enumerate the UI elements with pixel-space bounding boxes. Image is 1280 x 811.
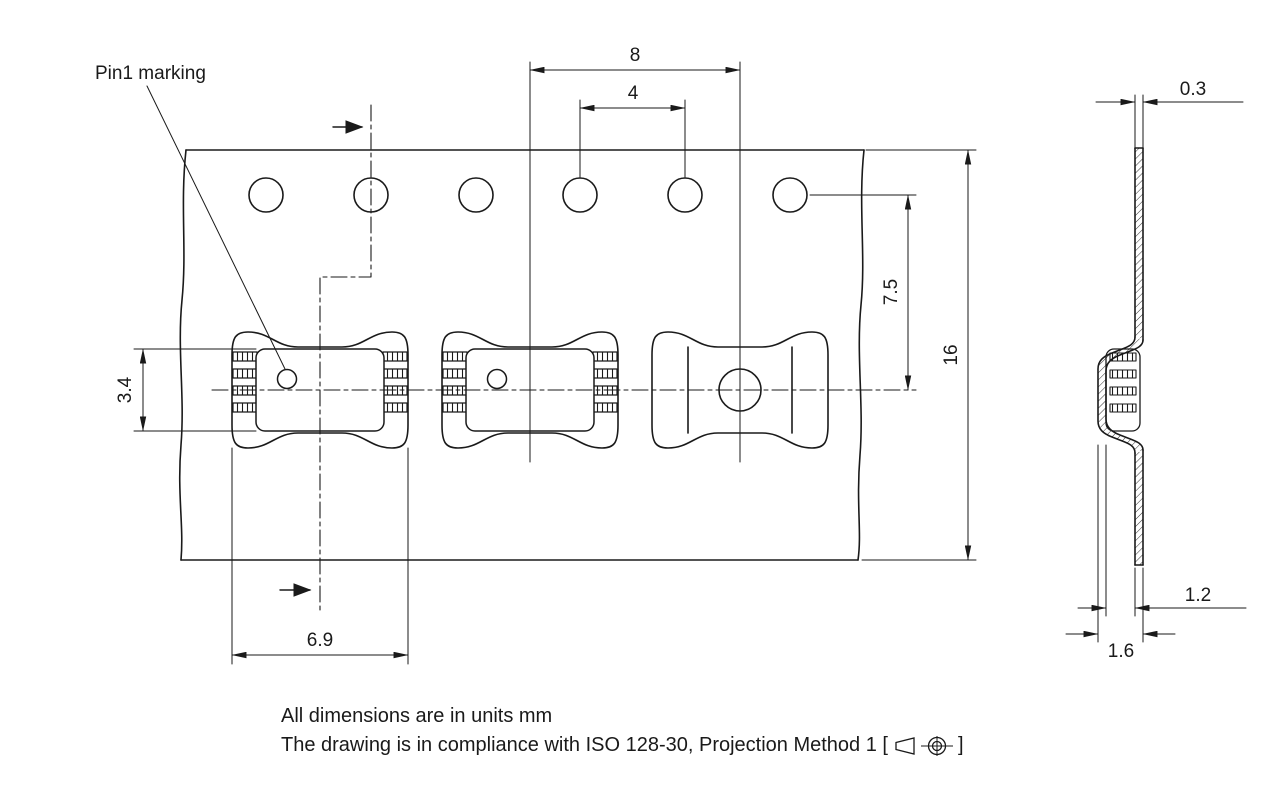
tape-side-view — [1097, 147, 1144, 566]
dim-text-hole-to-center: 7.5 — [881, 279, 902, 305]
pocket-1-outline — [231, 331, 409, 449]
notes-block: All dimensions are in units mm The drawi… — [281, 702, 964, 760]
note-line-2: The drawing is in compliance with ISO 12… — [281, 731, 964, 760]
lead-section — [1109, 386, 1137, 396]
lead — [442, 351, 468, 362]
projection-circle-icon — [920, 735, 953, 756]
lead — [382, 351, 408, 362]
lead — [592, 368, 618, 379]
dim-sprocket-pitch — [579, 99, 686, 178]
section-line — [319, 104, 372, 615]
component-section-leads — [1109, 352, 1137, 413]
pin1-dot — [276, 368, 298, 390]
note-line-1: All dimensions are in units mm — [281, 702, 964, 731]
dim-text-inner-depth: 1.2 — [1185, 585, 1211, 606]
dim-tape-thickness — [1095, 94, 1244, 149]
lead-section — [1109, 369, 1137, 379]
pocket-outer-profile — [1097, 336, 1136, 454]
sprocket-hole — [667, 177, 703, 213]
tape-torn-edge-right — [857, 149, 865, 561]
tape-wall-upper — [1135, 148, 1143, 338]
lead-section — [1109, 403, 1137, 413]
dim-text-pocket-length: 6.9 — [307, 630, 333, 651]
lead — [592, 351, 618, 362]
projection-cone-icon — [895, 736, 915, 755]
sprocket-hole — [248, 177, 284, 213]
dim-text-body-size: 3.4 — [115, 376, 136, 403]
component-side-section — [1105, 348, 1141, 432]
dim-inner-depth — [1077, 444, 1247, 617]
lead — [592, 402, 618, 413]
tape-front-view — [146, 85, 917, 615]
note-units-text: All dimensions are in units mm — [281, 705, 553, 727]
dimensions-side — [1065, 94, 1247, 643]
dim-text-tape-width: 16 — [941, 344, 962, 365]
pin1-dot — [486, 368, 508, 390]
dim-text-total-depth: 1.6 — [1108, 641, 1134, 662]
dim-pocket-length — [231, 447, 409, 665]
lead — [382, 402, 408, 413]
lead — [232, 368, 258, 379]
pocket-2-outline — [441, 331, 619, 449]
sprocket-hole — [458, 177, 494, 213]
lead — [232, 402, 258, 413]
sprocket-holes — [248, 177, 808, 213]
dim-text-tape-thickness: 0.3 — [1180, 79, 1206, 100]
projection-method-symbol — [895, 735, 953, 756]
lead — [232, 351, 258, 362]
dim-text-sprocket-pitch: 4 — [628, 83, 639, 104]
dim-body-size — [133, 348, 257, 432]
component-section-body — [1105, 348, 1141, 432]
side-view-material — [1098, 148, 1143, 565]
sprocket-hole — [562, 177, 598, 213]
dim-tape-width — [861, 149, 977, 561]
section-arrows — [279, 120, 364, 597]
dim-total-depth — [1065, 444, 1176, 643]
centerlines — [211, 104, 917, 615]
tape-torn-edge-left — [178, 149, 187, 561]
sprocket-hole — [772, 177, 808, 213]
note-iso-close-bracket: ] — [957, 734, 964, 756]
pocket-3-outline — [651, 331, 829, 449]
pin1-leader-line — [146, 85, 286, 370]
lead-section — [1109, 352, 1137, 362]
dim-pocket-pitch — [529, 61, 741, 463]
lead — [442, 368, 468, 379]
drawing-texts: Pin1 marking 8 4 7.5 16 3.4 6.9 0.3 1.2 … — [95, 45, 1211, 662]
tape-wall-lower — [1135, 452, 1143, 565]
dim-text-pocket-pitch: 8 — [630, 45, 641, 66]
lead — [382, 368, 408, 379]
dimensions-front — [133, 61, 977, 665]
tape-outline — [178, 149, 865, 561]
lead — [442, 402, 468, 413]
dim-hole-to-center — [809, 194, 917, 391]
note-iso-text: The drawing is in compliance with ISO 12… — [281, 734, 888, 756]
pin1-marking-label: Pin1 marking — [95, 63, 206, 84]
